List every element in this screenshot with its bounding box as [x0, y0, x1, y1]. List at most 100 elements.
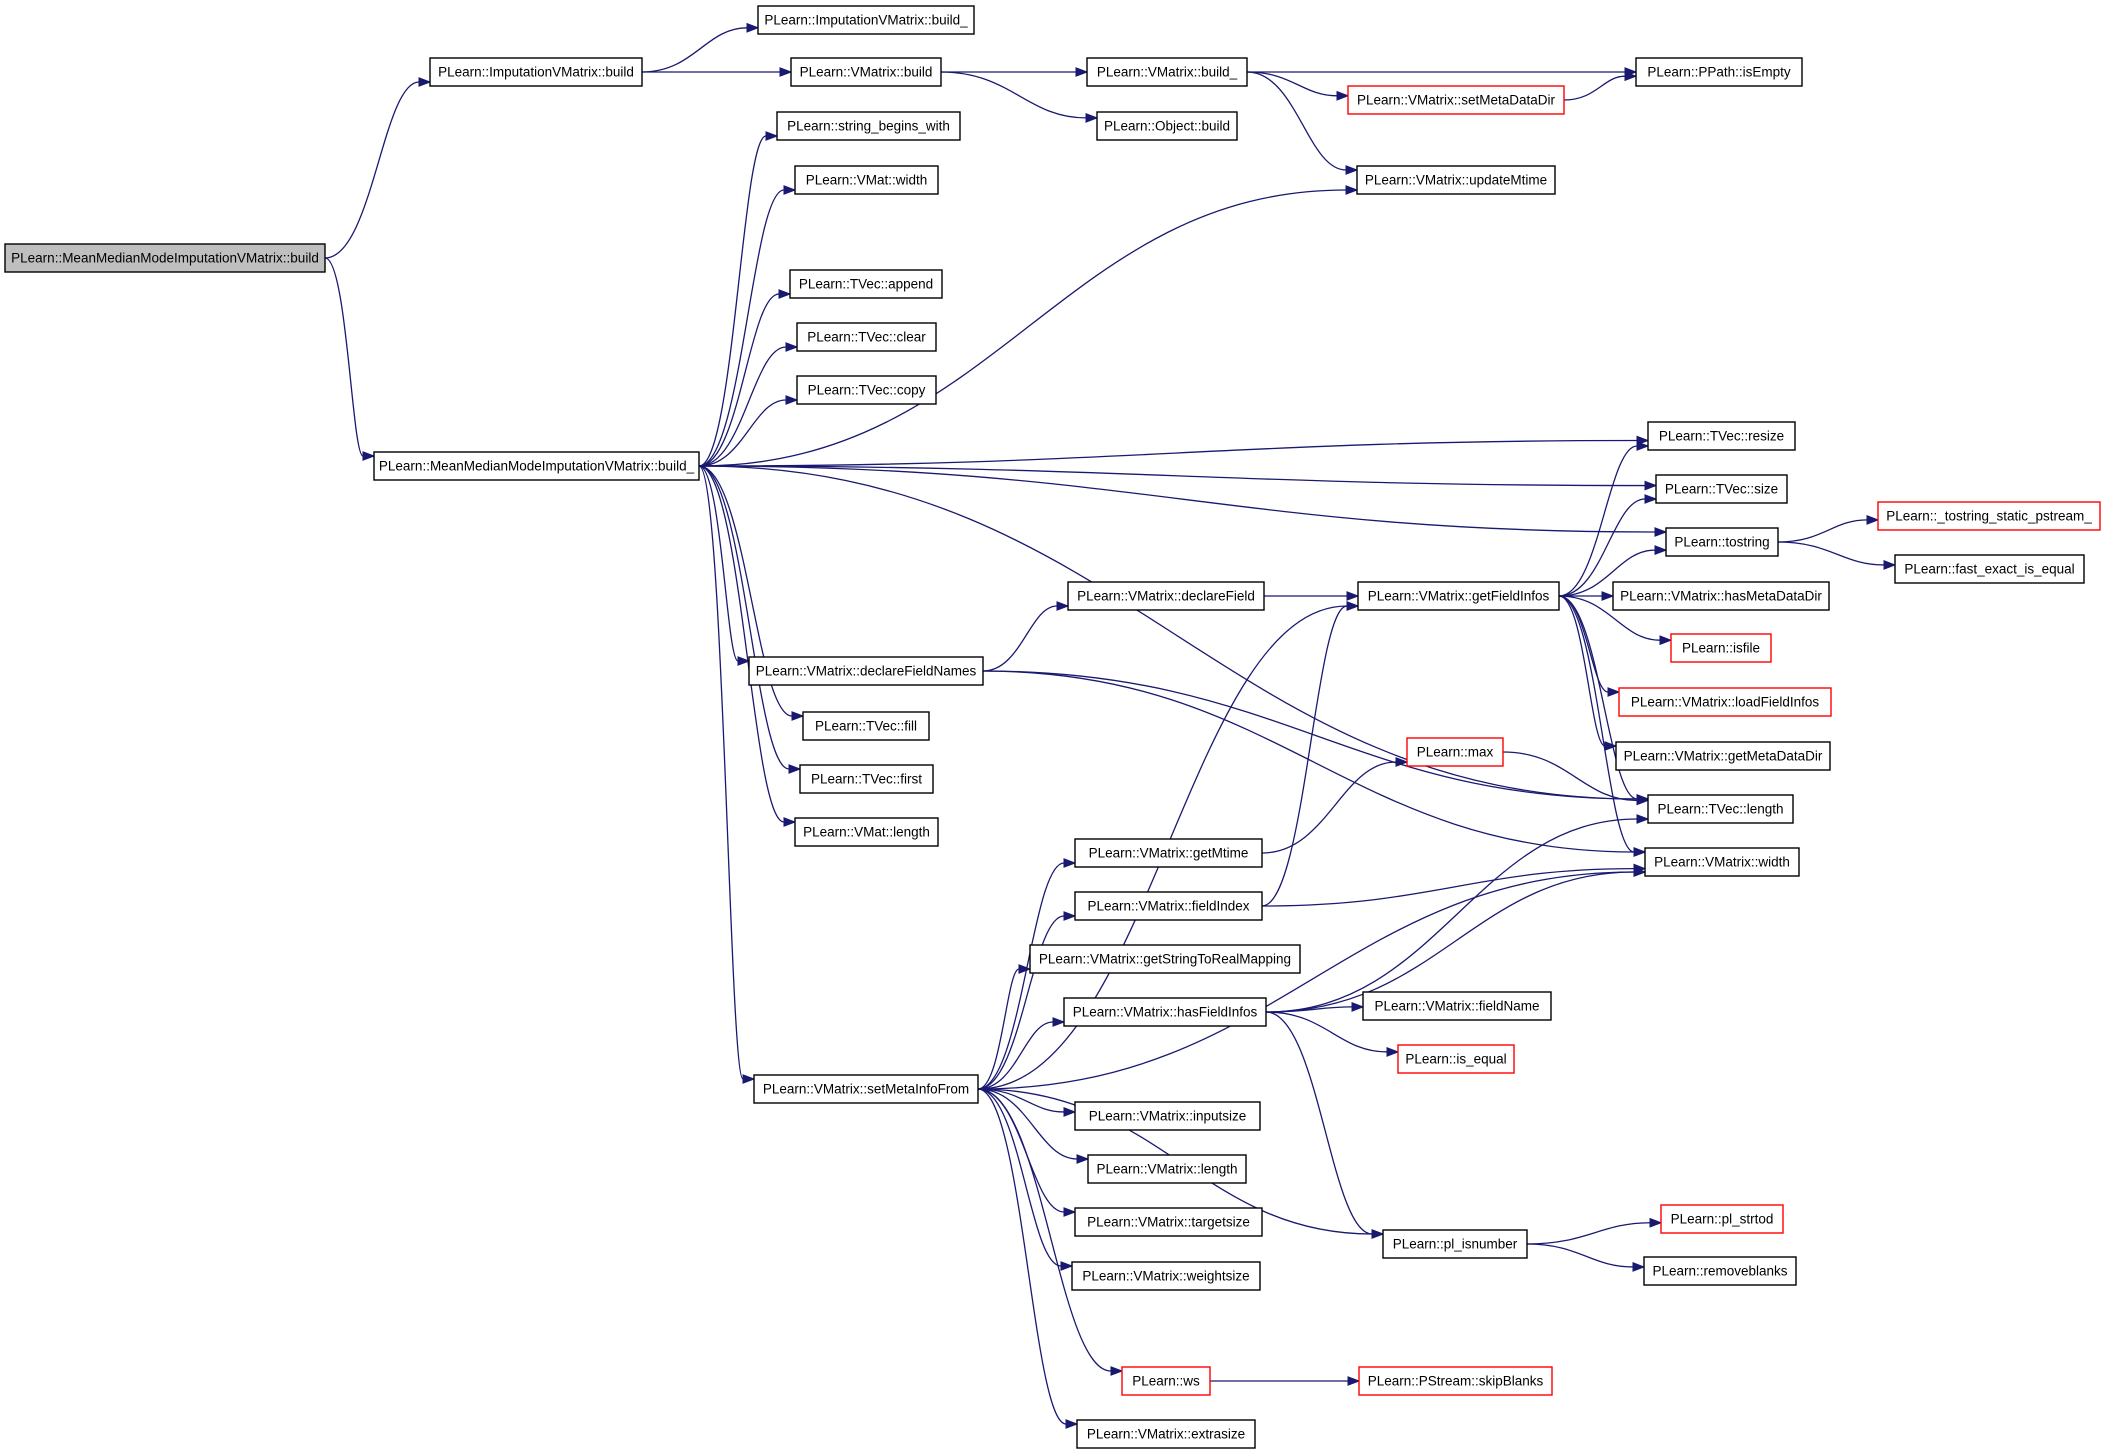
- edge-line: [1558, 498, 1646, 597]
- node-skipblanks[interactable]: PLearn::PStream::skipBlanks: [1358, 1366, 1553, 1396]
- node-max[interactable]: PLearn::max: [1406, 737, 1504, 767]
- arrowhead-icon: [1866, 514, 1880, 525]
- node-vm-width[interactable]: PLearn::VMatrix::width: [1644, 847, 1800, 877]
- node-isfile[interactable]: PLearn::isfile: [1670, 633, 1772, 663]
- node-getmetadatadir[interactable]: PLearn::VMatrix::getMetaDataDir: [1615, 741, 1831, 771]
- node-tvec-length[interactable]: PLearn::TVec::length: [1647, 794, 1794, 824]
- edge-line: [1777, 541, 1885, 566]
- node-label: PLearn::VMatrix::inputsize: [1089, 1109, 1247, 1124]
- node-inputsize[interactable]: PLearn::VMatrix::inputsize: [1074, 1101, 1261, 1131]
- node-box: [1071, 1261, 1261, 1291]
- node-tvec-copy[interactable]: PLearn::TVec::copy: [796, 375, 937, 405]
- node-vmat-length[interactable]: PLearn::VMat::length: [794, 817, 939, 847]
- node-setmetainfofrom[interactable]: PLearn::VMatrix::setMetaInfoFrom: [753, 1074, 979, 1104]
- call-edge-getfieldinfos-to-tvec-size: [1558, 494, 1658, 597]
- node-tvec-clear[interactable]: PLearn::TVec::clear: [796, 322, 937, 352]
- node-ppath-isempty[interactable]: PLearn::PPath::isEmpty: [1635, 57, 1803, 87]
- node-targetsize[interactable]: PLearn::VMatrix::targetsize: [1074, 1207, 1263, 1237]
- call-edge-mm-build-to-tvec-append: [698, 289, 792, 467]
- edge-line: [641, 27, 748, 73]
- call-edge-declarefieldnames-to-tvec-length: [982, 670, 1650, 804]
- call-edge-vm-build-to-ppath-isempty: [1247, 67, 1638, 77]
- node-getmtime[interactable]: PLearn::VMatrix::getMtime: [1074, 838, 1263, 868]
- node-fieldname[interactable]: PLearn::VMatrix::fieldName: [1362, 991, 1552, 1021]
- node-tvec-append[interactable]: PLearn::TVec::append: [789, 269, 943, 299]
- arrowhead-icon: [765, 131, 779, 141]
- node-tostring-static[interactable]: PLearn::_tostring_static_pstream_: [1877, 501, 2101, 531]
- node-vm-build[interactable]: PLearn::VMatrix::build: [790, 57, 942, 87]
- node-pl-strtod[interactable]: PLearn::pl_strtod: [1660, 1204, 1784, 1234]
- node-label: PLearn::VMatrix::declareField: [1077, 589, 1255, 604]
- call-edge-setmetainfofrom-to-weightsize: [977, 1088, 1074, 1271]
- node-box: [1347, 85, 1565, 115]
- node-setmetadatadir[interactable]: PLearn::VMatrix::setMetaDataDir: [1347, 85, 1565, 115]
- node-removeblanks[interactable]: PLearn::removeblanks: [1643, 1256, 1797, 1286]
- node-ws[interactable]: PLearn::ws: [1121, 1366, 1211, 1396]
- edge-line: [1558, 595, 1638, 800]
- node-weightsize[interactable]: PLearn::VMatrix::weightsize: [1071, 1261, 1261, 1291]
- node-extrasize[interactable]: PLearn::VMatrix::extrasize: [1076, 1419, 1256, 1449]
- node-getstringmap[interactable]: PLearn::VMatrix::getStringToRealMapping: [1029, 944, 1301, 974]
- node-imp-build[interactable]: PLearn::ImputationVMatrix::build: [429, 57, 643, 87]
- node-vm-build[interactable]: PLearn::VMatrix::build_: [1086, 57, 1248, 87]
- call-edge-mm-build-to-setmetainfofrom: [698, 465, 756, 1084]
- node-is-equal[interactable]: PLearn::is_equal: [1397, 1044, 1515, 1074]
- call-edge-getfieldinfos-to-tvec-resize: [1558, 441, 1650, 597]
- call-edge-mm-build-to-tvec-copy: [698, 395, 799, 467]
- node-tvec-first[interactable]: PLearn::TVec::first: [799, 764, 934, 794]
- node-box: [794, 817, 939, 847]
- arrowhead-icon: [783, 185, 797, 195]
- node-box: [796, 375, 937, 405]
- node-loadfieldinfos[interactable]: PLearn::VMatrix::loadFieldInfos: [1618, 687, 1832, 717]
- node-getfieldinfos[interactable]: PLearn::VMatrix::getFieldInfos: [1357, 581, 1560, 611]
- node-label: PLearn::VMatrix::declareFieldNames: [756, 664, 977, 679]
- node-object-build[interactable]: PLearn::Object::build: [1096, 111, 1238, 141]
- node-declarefieldnames[interactable]: PLearn::VMatrix::declareFieldNames: [748, 656, 984, 686]
- call-edge-setmetainfofrom-to-fieldindex: [977, 911, 1077, 1090]
- call-edge-mm-build-to-vmat-width: [698, 185, 797, 467]
- node-tvec-fill[interactable]: PLearn::TVec::fill: [802, 711, 930, 741]
- node-label: PLearn::VMatrix::fieldIndex: [1087, 899, 1249, 914]
- call-edge-mm-build-to-tvec-resize: [698, 435, 1650, 467]
- node-declarefield[interactable]: PLearn::VMatrix::declareField: [1067, 581, 1265, 611]
- node-fieldindex[interactable]: PLearn::VMatrix::fieldIndex: [1074, 891, 1263, 921]
- edge-line: [698, 465, 744, 1080]
- node-tostring[interactable]: PLearn::tostring: [1665, 527, 1779, 557]
- edge-line: [1558, 595, 1606, 747]
- node-imp-build[interactable]: PLearn::ImputationVMatrix::build_: [757, 5, 975, 35]
- node-label: PLearn::TVec::append: [799, 277, 933, 292]
- node-mm-build[interactable]: PLearn::MeanMedianModeImputationVMatrix:…: [373, 451, 700, 481]
- arrowhead-icon: [1633, 867, 1647, 877]
- node-box: [1382, 1229, 1528, 1259]
- arrowhead-icon: [783, 817, 797, 827]
- node-fast-exact[interactable]: PLearn::fast_exact_is_equal: [1894, 554, 2085, 584]
- arrowhead-icon: [1063, 858, 1077, 868]
- node-tvec-size[interactable]: PLearn::TVec::size: [1655, 474, 1788, 504]
- node-hasfieldinfos[interactable]: PLearn::VMatrix::hasFieldInfos: [1063, 997, 1267, 1027]
- arrowhead-icon: [362, 451, 376, 461]
- arrowhead-icon: [1345, 165, 1359, 175]
- node-box: [1121, 1366, 1211, 1396]
- call-edge-mm-build-to-string-begins: [698, 131, 779, 467]
- node-label: PLearn::TVec::length: [1657, 802, 1783, 817]
- call-edge-mm-build-to-tostring: [698, 465, 1668, 537]
- arrowhead-icon: [1345, 185, 1359, 195]
- node-vmat-width[interactable]: PLearn::VMat::width: [794, 165, 939, 195]
- node-updatemtime[interactable]: PLearn::VMatrix::updateMtime: [1356, 165, 1556, 195]
- arrowhead-icon: [1386, 1047, 1400, 1057]
- node-hasmetadatadir[interactable]: PLearn::VMatrix::hasMetaDataDir: [1612, 581, 1830, 611]
- node-box: [1647, 421, 1796, 451]
- node-tvec-resize[interactable]: PLearn::TVec::resize: [1647, 421, 1796, 451]
- node-vm-length[interactable]: PLearn::VMatrix::length: [1087, 1154, 1247, 1184]
- node-label: PLearn::VMatrix::hasMetaDataDir: [1620, 589, 1822, 604]
- node-box: [790, 57, 942, 87]
- call-edge-imp-build-to-imp-build: [641, 22, 760, 73]
- node-pl-isnumber[interactable]: PLearn::pl_isnumber: [1382, 1229, 1528, 1259]
- arrowhead-icon: [1644, 494, 1658, 504]
- call-edge-setmetainfofrom-to-ws: [977, 1088, 1124, 1376]
- call-edge-hasfieldinfos-to-is-equal: [1265, 1011, 1400, 1057]
- call-edge-setmetainfofrom-to-hasfieldinfos: [977, 1017, 1066, 1090]
- node-string-begins[interactable]: PLearn::string_begins_with: [776, 111, 961, 141]
- arrowhead-icon: [785, 395, 799, 405]
- edge-line: [698, 465, 785, 823]
